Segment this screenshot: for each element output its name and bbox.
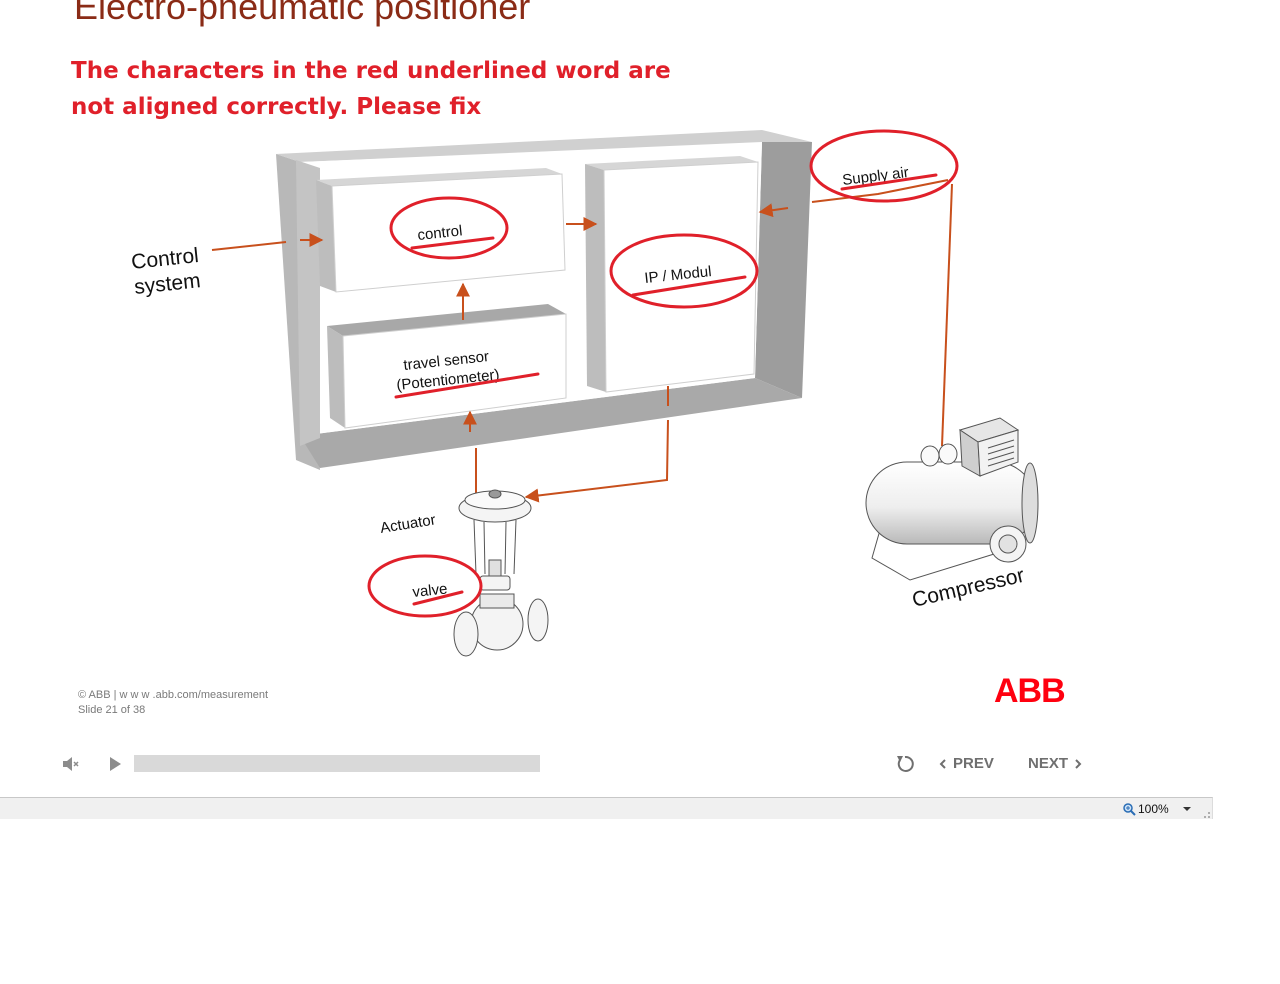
positioner-diagram: Control system control IP / Modul Supply… bbox=[130, 129, 1039, 657]
markup-circle-control bbox=[389, 196, 509, 260]
zoom-level: 100% bbox=[1138, 801, 1169, 816]
label-ip-modul: IP / Modul bbox=[644, 263, 713, 287]
replay-button[interactable] bbox=[894, 753, 916, 775]
control-box bbox=[316, 168, 566, 293]
markup-underline-control bbox=[410, 236, 495, 250]
prev-button[interactable]: PREV bbox=[939, 755, 994, 772]
annotation-line-2: not aligned correctly. Please fix bbox=[71, 94, 482, 120]
markup-underline-supply-air bbox=[840, 173, 938, 191]
play-button[interactable] bbox=[105, 754, 125, 774]
review-markup bbox=[367, 129, 959, 618]
label-control-system-2: system bbox=[133, 269, 202, 299]
status-bar: 100% bbox=[0, 797, 1213, 819]
prev-label: PREV bbox=[953, 755, 994, 772]
resize-grip-icon bbox=[1204, 812, 1210, 818]
play-icon bbox=[110, 757, 121, 771]
zoom-icon bbox=[1123, 802, 1136, 816]
markup-circle-ip-modul bbox=[609, 233, 759, 309]
next-button[interactable]: NEXT bbox=[1028, 755, 1082, 772]
label-control: control bbox=[417, 222, 464, 244]
zoom-dropdown-button[interactable] bbox=[1180, 802, 1194, 814]
markup-underline-ip-modul bbox=[631, 275, 747, 297]
zoom-control[interactable]: 100% bbox=[1122, 800, 1169, 817]
speaker-mute-icon bbox=[63, 757, 79, 771]
markup-underline-valve bbox=[412, 590, 464, 606]
compressor-illustration bbox=[865, 417, 1039, 581]
annotation-line-1: The characters in the red underlined wor… bbox=[71, 58, 671, 84]
progress-bar[interactable] bbox=[134, 755, 540, 772]
dropdown-arrow-icon bbox=[1183, 807, 1191, 811]
label-valve: valve bbox=[412, 580, 449, 601]
travel-sensor-box bbox=[327, 304, 567, 429]
markup-underline-potentiometer bbox=[394, 372, 540, 399]
abb-logo: ABB bbox=[994, 672, 1066, 710]
label-actuator: Actuator bbox=[379, 511, 437, 537]
replay-icon bbox=[897, 755, 914, 772]
volume-button[interactable] bbox=[60, 754, 80, 774]
footer-copyright: © ABB | w w w .abb.com/measurement bbox=[78, 689, 269, 701]
next-label: NEXT bbox=[1028, 755, 1069, 772]
resize-grip[interactable] bbox=[1199, 806, 1211, 818]
footer-slide-counter: Slide 21 of 38 bbox=[78, 704, 146, 716]
actuator-valve-illustration bbox=[453, 489, 549, 657]
chevron-right-icon bbox=[1075, 758, 1082, 769]
chevron-left-icon bbox=[939, 758, 946, 769]
markup-circle-valve bbox=[367, 554, 483, 618]
markup-circle-supply-air bbox=[809, 129, 959, 203]
label-compressor: Compressor bbox=[910, 564, 1027, 612]
slide-title: Electro-pneumatic positioner bbox=[74, 0, 531, 27]
annotation-text: The characters in the red underlined wor… bbox=[71, 53, 691, 125]
signal-arrows bbox=[211, 179, 953, 503]
